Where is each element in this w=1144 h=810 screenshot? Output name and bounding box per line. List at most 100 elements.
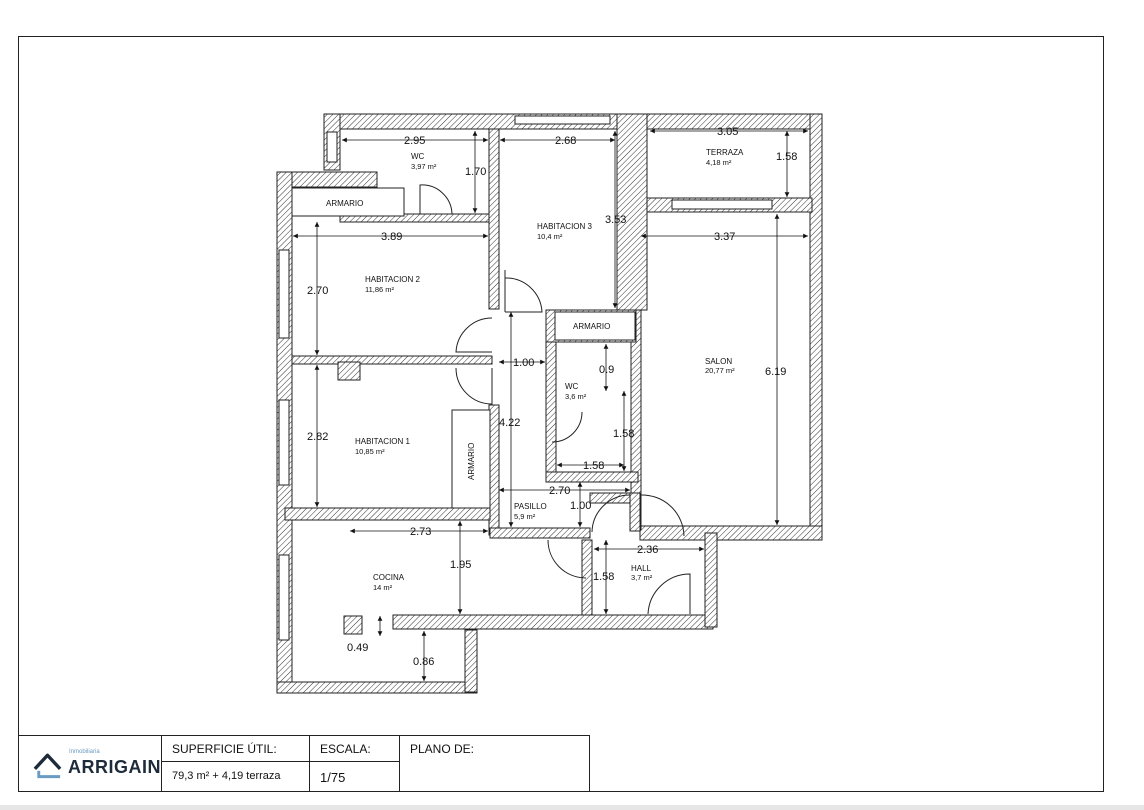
dim-salon-height: 6.19 [765, 366, 786, 378]
room-area-wc-mid: 3,6 m² [565, 392, 587, 401]
room-name-habitacion2: HABITACION 2 [365, 275, 421, 284]
room-area-cocina: 14 m² [373, 583, 393, 592]
scale-cell: ESCALA: 1/75 [310, 736, 400, 791]
armario-hab1-label: ARMARIO [467, 443, 476, 480]
room-area-pasillo: 5,9 m² [514, 512, 536, 521]
room-name-wc-mid: WC [565, 382, 579, 391]
wall-hall-post [629, 492, 641, 532]
wall-hab3-right [616, 113, 648, 311]
wall-hab2-bottom [291, 355, 493, 365]
armario-hab3-label: ARMARIO [573, 322, 610, 331]
wall-pasillo-bottom [489, 527, 591, 539]
windows [278, 115, 773, 641]
dim-hab3-height: 3.53 [605, 214, 626, 226]
window-hab1 [278, 399, 290, 486]
wall-hall-top [589, 492, 633, 504]
door-wc-mid [551, 411, 583, 443]
room-name-habitacion1: HABITACION 1 [355, 437, 411, 446]
room-area-habitacion1: 10,85 m² [355, 447, 385, 456]
dim-wc-mid-width: 1.58 [583, 460, 604, 472]
dim-cocina-small1: 0.49 [347, 642, 368, 654]
armario-hab2-box [291, 187, 405, 217]
title-block: Inmobiliaria ARRIGAIN SUPERFICIE ÚTIL: 7… [18, 735, 590, 792]
wall-cocina-ledge [392, 614, 714, 630]
room-area-hall: 3,7 m² [631, 573, 653, 582]
wall-cocina-right [464, 629, 478, 693]
scale-value: 1/75 [320, 770, 346, 785]
room-area-wc-top: 3,97 m² [411, 162, 437, 171]
dim-hab2-width: 3.89 [381, 231, 402, 243]
brand-subtitle: Inmobiliaria [69, 749, 100, 755]
room-area-salon: 20,77 m² [705, 366, 735, 375]
door-hab1 [455, 367, 493, 405]
door-hall-left [547, 539, 587, 579]
closets [291, 187, 636, 509]
dim-wc-top-height: 1.70 [465, 166, 486, 178]
dim-cocina-small2: 0.86 [413, 656, 434, 668]
wall-hall-right [704, 532, 718, 628]
room-name-hall: HALL [631, 564, 652, 573]
window-cocina [278, 554, 290, 641]
door-pasillo [591, 494, 631, 533]
wall-hab2-right [488, 128, 500, 310]
dim-wc-top-width: 2.95 [404, 135, 425, 147]
dim-hab1-height: 2.82 [307, 431, 328, 443]
door-hab3 [504, 277, 543, 313]
dim-hab2-height: 2.70 [307, 285, 328, 297]
surface-label: SUPERFICIE ÚTIL: [162, 736, 309, 762]
dim-corridor-width: 1.00 [513, 357, 534, 369]
surface-value: 79,3 m² + 4,19 terraza [172, 770, 281, 782]
armario-hab1-box [451, 409, 491, 509]
bottom-strip [0, 805, 1144, 810]
room-area-habitacion2: 11,86 m² [365, 285, 395, 294]
surface-cell: SUPERFICIE ÚTIL: 79,3 m² + 4,19 terraza [162, 736, 310, 791]
window-hab2 [278, 249, 290, 339]
dim-hall-height: 1.58 [593, 571, 614, 583]
door-hall-entry [647, 573, 691, 615]
scale-label: ESCALA: [310, 736, 399, 762]
door-wc-top [419, 184, 453, 215]
window-wc-top [326, 131, 338, 163]
room-name-terraza: TERRAZA [706, 148, 744, 157]
wall-salon-bottom [639, 525, 823, 541]
wall-right [809, 113, 823, 541]
dim-cocina-width: 2.73 [410, 526, 431, 538]
room-name-habitacion3: HABITACION 3 [537, 222, 593, 231]
dim-wc-mid-height: 1.58 [613, 428, 634, 440]
wall-wcmid-bottom [545, 471, 639, 483]
cocina-column [343, 615, 363, 635]
dim-cocina-height: 1.95 [450, 559, 471, 571]
dim-pasillo-width: 2.70 [549, 485, 570, 497]
room-name-cocina: COCINA [373, 573, 405, 582]
wall-bottom-left [276, 681, 478, 694]
room-name-salon: SALON [705, 357, 732, 366]
armario-hab3-box [554, 311, 636, 341]
dim-salon-width: 3.37 [714, 231, 735, 243]
room-area-habitacion3: 10,4 m² [537, 232, 563, 241]
wall-cocina-top [284, 507, 491, 521]
logo-cell: Inmobiliaria ARRIGAIN [19, 736, 162, 791]
dimension-lines [293, 128, 808, 681]
dim-hab3-width: 2.68 [555, 135, 576, 147]
plan-value [400, 762, 589, 791]
room-area-terraza: 4,18 m² [706, 158, 732, 167]
doors [419, 184, 691, 615]
dim-wc-mid-small: 0.9 [599, 364, 614, 376]
dim-pasillo-small: 1.00 [570, 500, 591, 512]
dimension-labels: 2.95 1.70 2.68 3.53 3.05 1.58 3.89 2.70 … [307, 126, 797, 668]
door-salon [639, 494, 685, 537]
wall-wcmid-left [545, 341, 557, 475]
door-hab2 [455, 317, 493, 353]
plan-cell: PLANO DE: [400, 736, 589, 791]
room-name-pasillo: PASILLO [514, 502, 547, 511]
armario-hab2-label: ARMARIO [326, 199, 363, 208]
wall-hab1-nub [337, 361, 361, 381]
window-hab3 [514, 115, 611, 125]
window-terraza [671, 199, 773, 210]
dim-terraza-height: 1.58 [776, 151, 797, 163]
brand-name: ARRIGAIN [68, 757, 161, 777]
house-logo-icon [33, 753, 62, 778]
dim-pasillo-length: 4.22 [499, 417, 520, 429]
plan-label: PLANO DE: [410, 742, 475, 756]
